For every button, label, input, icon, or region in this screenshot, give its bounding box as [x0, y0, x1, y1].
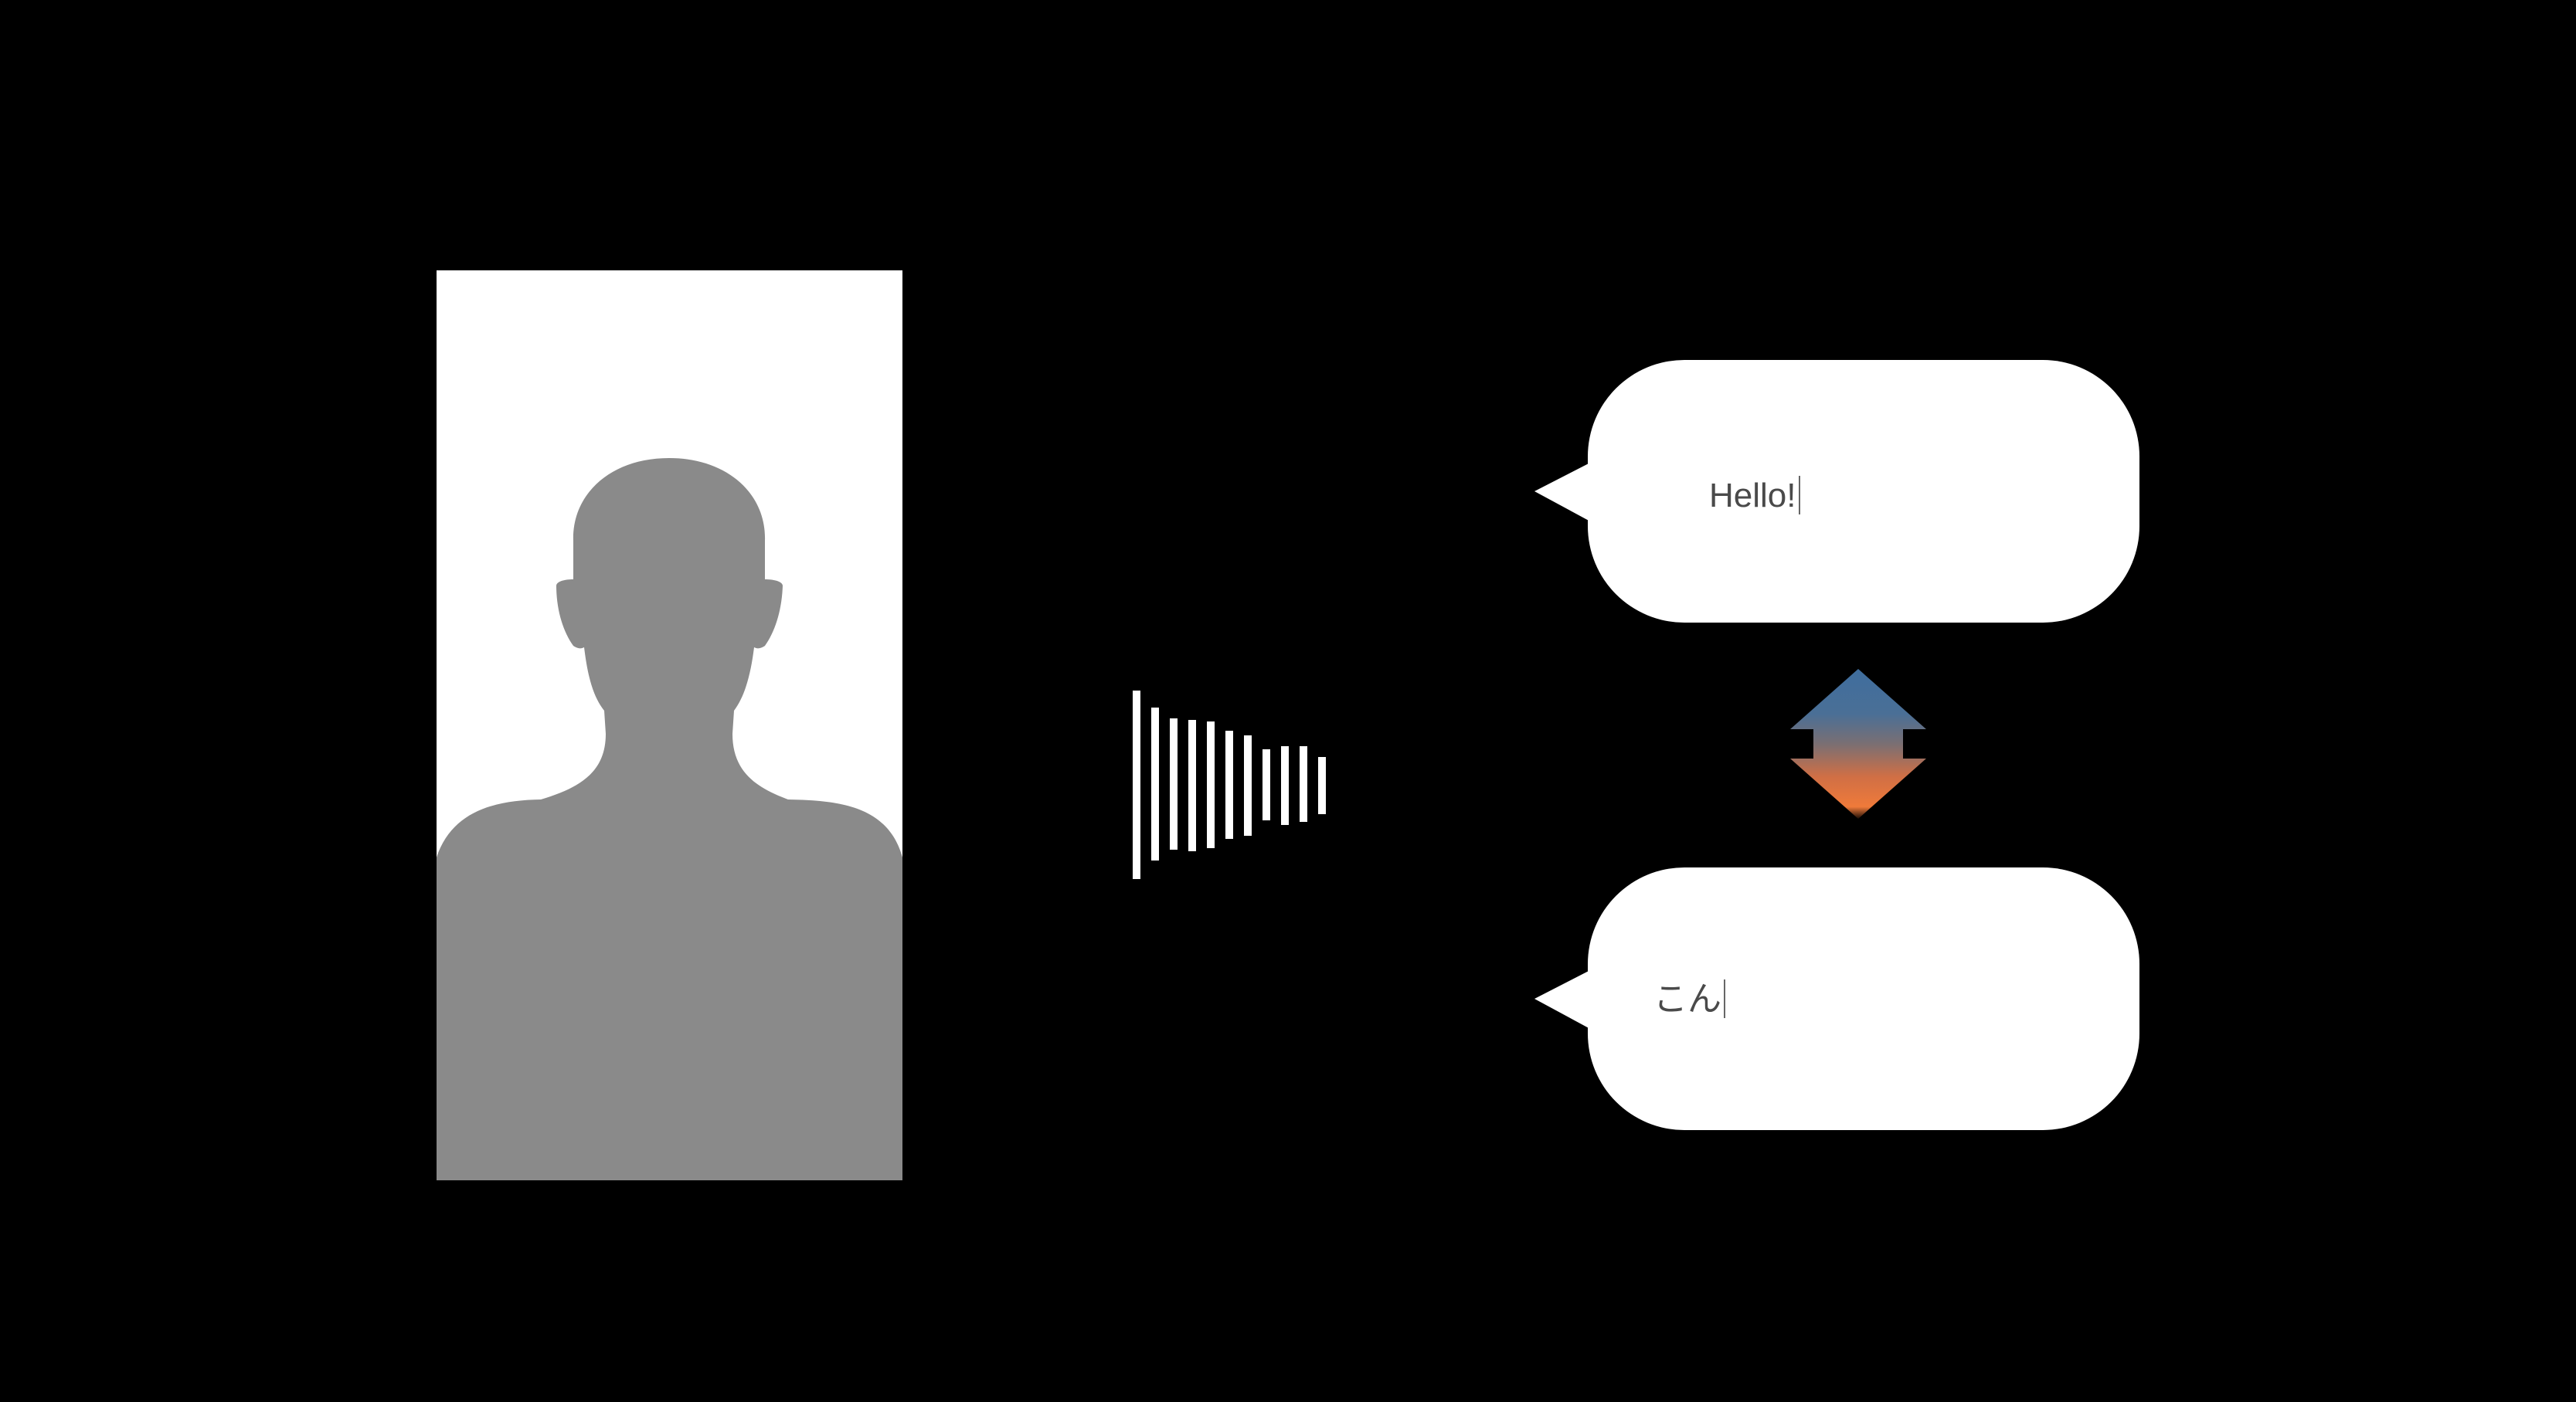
audio-waveform-icon: [1133, 691, 1326, 879]
waveform-bar: [1318, 757, 1326, 814]
waveform-bar: [1281, 746, 1289, 825]
swap-vertical-arrow-icon: [1790, 669, 1926, 819]
waveform-bar: [1151, 708, 1159, 861]
speech-bubble-translation: [1534, 867, 2139, 1130]
translated-text: こん: [1653, 979, 1725, 1018]
speech-bubble-source: [1534, 360, 2139, 623]
bubble-body: [1588, 867, 2139, 1130]
bubble-tail: [1534, 462, 1592, 522]
bubble-body: [1588, 360, 2139, 623]
waveform-bar: [1300, 746, 1307, 822]
waveform-bar: [1225, 731, 1233, 839]
waveform-bar: [1263, 749, 1270, 820]
waveform-bar: [1133, 691, 1140, 879]
portrait-frame: [437, 270, 902, 1180]
source-text-value: Hello!: [1709, 477, 1796, 514]
waveform-bar: [1170, 718, 1178, 850]
source-text: Hello!: [1709, 476, 1800, 514]
text-cursor: [1798, 476, 1800, 514]
waveform-bar: [1188, 720, 1196, 851]
translated-text-value: こん: [1653, 980, 1721, 1018]
waveform-bar: [1244, 735, 1252, 836]
text-cursor: [1724, 979, 1725, 1018]
bubble-tail: [1534, 969, 1592, 1030]
waveform-bar: [1207, 721, 1215, 848]
person-silhouette-icon: [437, 458, 902, 1180]
